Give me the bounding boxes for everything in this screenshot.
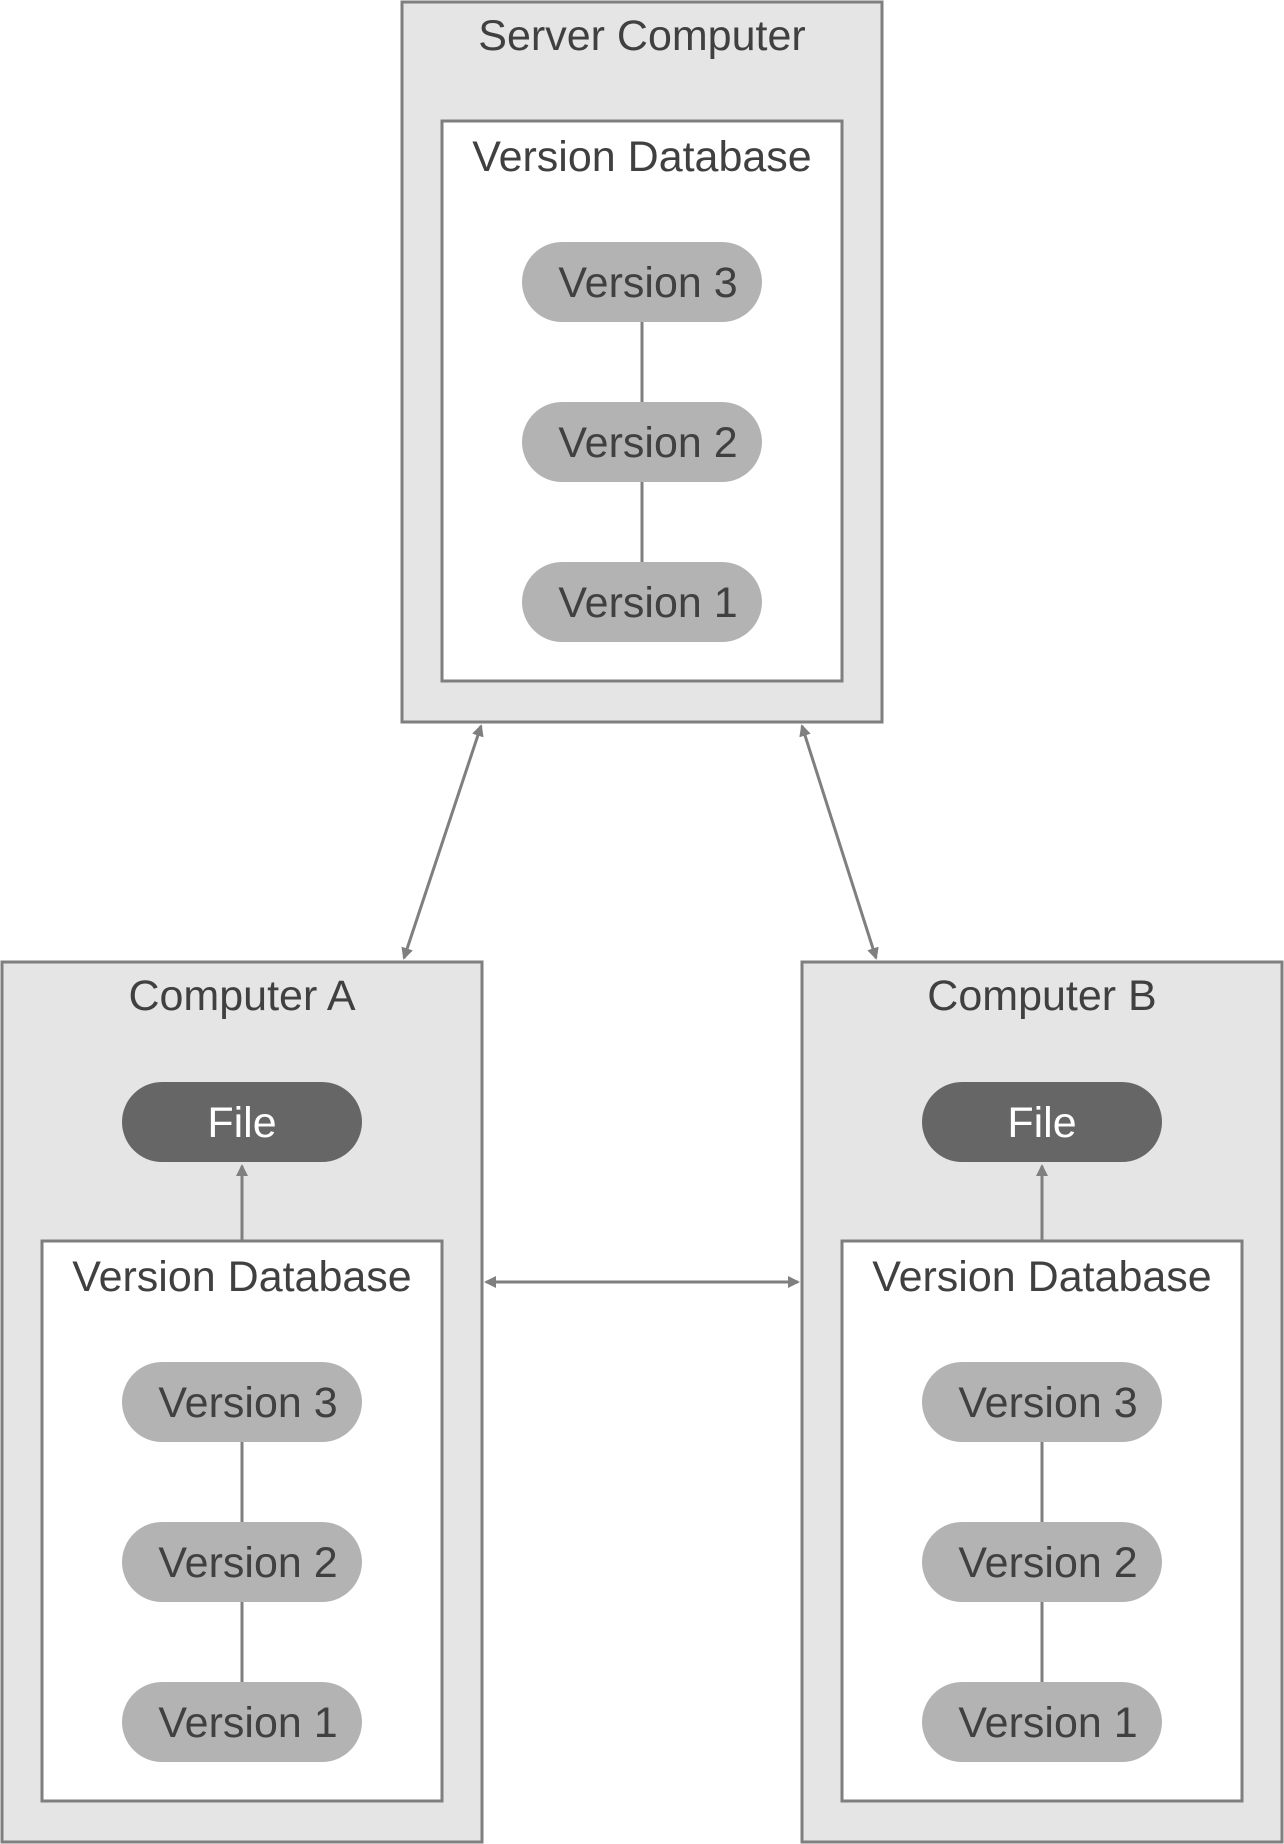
computer-a-version-1: Version 1 xyxy=(122,1682,362,1762)
computer-b-version-database: Version Database Version 3 Version 2 Ver… xyxy=(840,1239,1244,1803)
computer-b: Computer B File Version Database Version… xyxy=(800,960,1284,1844)
version-label: Version 3 xyxy=(158,1379,337,1427)
version-pill xyxy=(922,1362,1162,1442)
computer-b-title: Computer B xyxy=(927,972,1156,1020)
server-version-1: Version 1 xyxy=(522,562,762,642)
version-pill xyxy=(922,1682,1162,1762)
file-pill xyxy=(922,1082,1162,1162)
file-pill xyxy=(122,1082,362,1162)
file-label: File xyxy=(1007,1099,1076,1147)
computer-a-title: Computer A xyxy=(128,972,355,1020)
version-label: Version 1 xyxy=(158,1699,337,1747)
version-label: Version 1 xyxy=(558,579,737,627)
file-label: File xyxy=(207,1099,276,1147)
version-pill xyxy=(122,1522,362,1602)
server-version-2: Version 2 xyxy=(522,402,762,482)
server-to-computer-a-sync-arrow xyxy=(401,724,484,960)
version-label: Version 1 xyxy=(958,1699,1137,1747)
computer-a-version-database: Version Database Version 3 Version 2 Ver… xyxy=(40,1239,444,1803)
computer-b-version-2: Version 2 xyxy=(922,1522,1162,1602)
version-label: Version 3 xyxy=(958,1379,1137,1427)
server-to-computer-b-sync-arrow xyxy=(799,724,879,960)
computer-b-file: File xyxy=(922,1082,1162,1162)
server-computer: Server Computer Version Database Version… xyxy=(400,0,884,724)
version-pill xyxy=(922,1522,1162,1602)
version-pill xyxy=(522,242,762,322)
version-label: Version 2 xyxy=(558,419,737,467)
version-pill xyxy=(122,1362,362,1442)
server-version-database: Version Database Version 3 Version 2 Ver… xyxy=(440,119,844,683)
computer-a-version-database-title: Version Database xyxy=(72,1253,411,1301)
version-pill xyxy=(522,562,762,642)
server-computer-title: Server Computer xyxy=(478,12,805,60)
version-label: Version 2 xyxy=(158,1539,337,1587)
version-pill xyxy=(522,402,762,482)
computer-a-file: File xyxy=(122,1082,362,1162)
version-label: Version 3 xyxy=(558,259,737,307)
computer-b-version-1: Version 1 xyxy=(922,1682,1162,1762)
computer-b-version-3: Version 3 xyxy=(922,1362,1162,1442)
server-version-database-title: Version Database xyxy=(472,133,811,181)
version-label: Version 2 xyxy=(958,1539,1137,1587)
computer-b-version-database-title: Version Database xyxy=(872,1253,1211,1301)
version-pill xyxy=(122,1682,362,1762)
computer-a-version-3: Version 3 xyxy=(122,1362,362,1442)
computer-a: Computer A File Version Database Version… xyxy=(0,960,484,1844)
server-version-3: Version 3 xyxy=(522,242,762,322)
computer-a-version-2: Version 2 xyxy=(122,1522,362,1602)
